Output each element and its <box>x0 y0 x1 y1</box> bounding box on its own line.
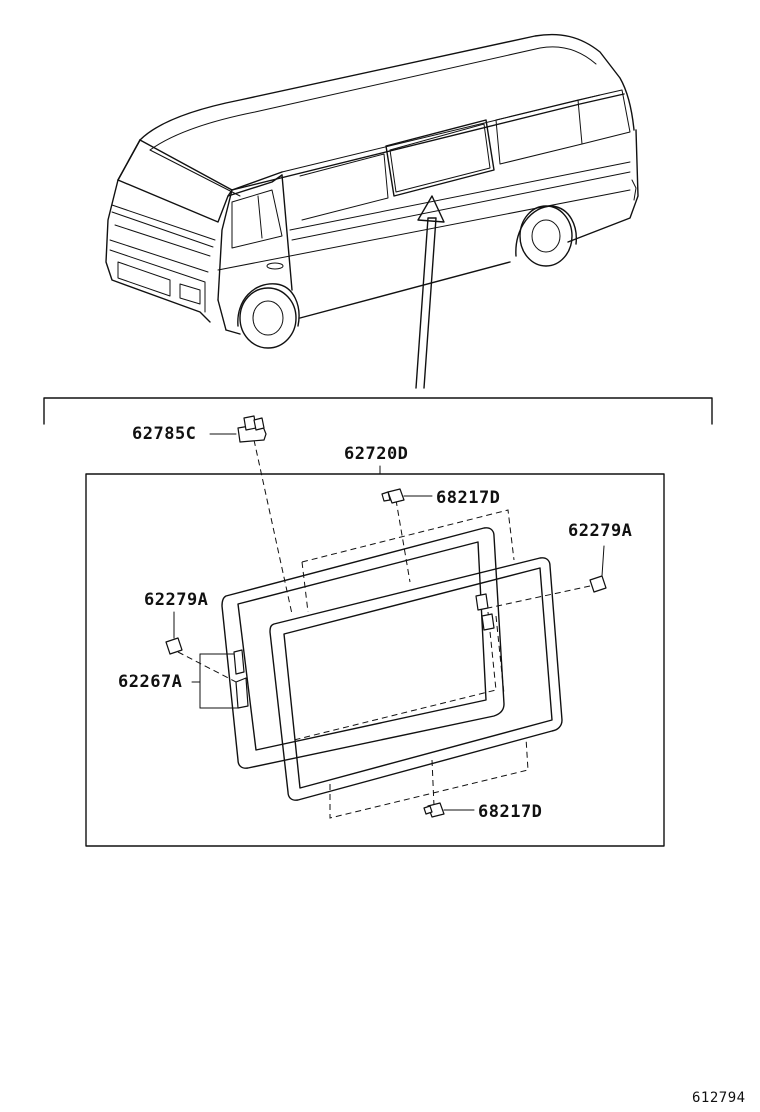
part-label-68217d-top: 68217D <box>436 488 501 508</box>
spacer-62267a <box>191 649 249 709</box>
block-62279a-right <box>589 545 607 593</box>
clip-62785c <box>209 415 267 443</box>
reference-lines <box>177 439 591 819</box>
part-label-62267a: 62267A <box>118 672 183 692</box>
weatherstrip-frame <box>221 527 505 769</box>
callout-arrow <box>415 195 445 389</box>
part-label-62279a-left: 62279A <box>144 590 209 610</box>
clip-68217d-bottom <box>423 802 475 818</box>
illustration-code: 612794 <box>692 1090 746 1106</box>
part-label-62720d: 62720D <box>344 444 409 464</box>
clip-68217d-top <box>381 488 433 504</box>
part-label-68217d-bottom: 68217D <box>478 802 543 822</box>
block-62279a-left <box>165 611 183 655</box>
window-glass <box>269 557 563 801</box>
van-illustration <box>105 33 639 349</box>
group-bracket <box>43 397 713 425</box>
assembly-box <box>85 473 665 847</box>
part-label-62785c: 62785C <box>132 424 197 444</box>
part-label-62279a-right: 62279A <box>568 521 633 541</box>
